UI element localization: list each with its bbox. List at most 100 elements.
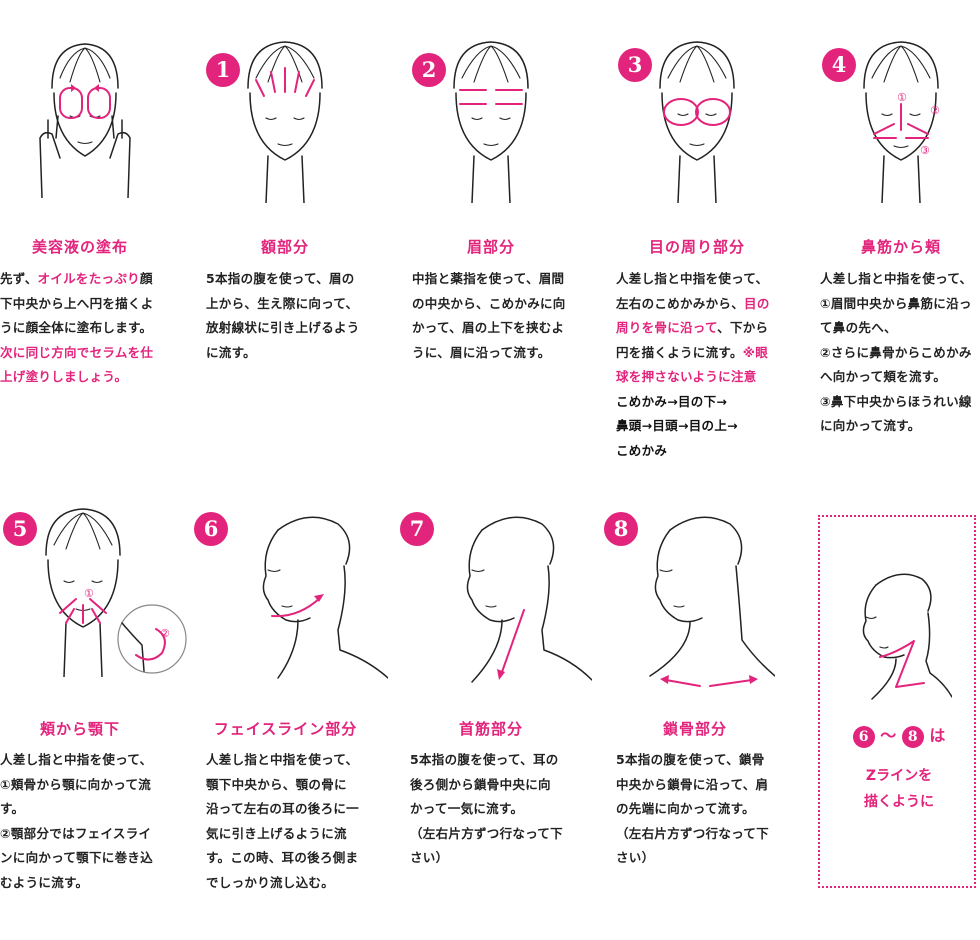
- description-text: す。この時、耳の後ろ側ま: [206, 850, 359, 865]
- face-eye-area-illustration: [659, 41, 735, 203]
- step-title: 首筋部分: [458, 720, 523, 738]
- description-text: の中央から、こめかみに向: [412, 295, 566, 311]
- description-text: 上げ塗りしましょう。: [0, 369, 128, 384]
- step-description: 人差し指と中指を使って、左右のこめかみから、目の周りを骨に沿って、下から円を描く…: [616, 267, 776, 463]
- step-description: 中指と薬指を使って、眉間の中央から、こめかみに向かって、眉の上下を挟むように、眉…: [412, 267, 572, 365]
- description-line: こめかみ: [616, 439, 776, 464]
- description-line: て鼻の先へ、: [820, 316, 980, 341]
- step-description: 先ず、オイルをたっぷり顔下中央から上へ円を描くように顔全体に塗布します。次に同じ…: [0, 267, 170, 390]
- description-line: むように流す。: [0, 871, 168, 896]
- description-text: ※眼: [742, 344, 769, 360]
- description-text: 人差し指と中指を使って、: [206, 752, 359, 767]
- description-text: さい）: [410, 850, 449, 865]
- diagram-label: ①: [84, 587, 94, 600]
- profile-collarbone-illustration: [649, 516, 775, 687]
- description-text: さい）: [616, 850, 655, 865]
- step-number-badge: 5: [3, 512, 37, 546]
- description-text: 次に同じ方向でセラムを仕: [0, 344, 154, 360]
- step-number-badge: 3: [618, 48, 652, 82]
- description-text: （左右片方ずつ行なって下: [616, 825, 769, 841]
- description-line: 円を描くように流す。※眼: [616, 341, 776, 366]
- step-title: フェイスライン部分: [213, 720, 358, 738]
- description-text: て鼻の先へ、: [820, 320, 897, 335]
- diagram-label: ②: [930, 104, 940, 117]
- description-line: 5本指の腹を使って、鎖骨: [616, 748, 776, 773]
- description-line: 放射線状に引き上げるよう: [206, 316, 366, 341]
- step-number-badge: 6: [194, 512, 228, 546]
- step-number-badge: 2: [412, 53, 446, 87]
- description-text: うに顔全体に塗布します。: [0, 320, 153, 335]
- description-text: ①頬骨から顎に向かって流: [0, 776, 152, 792]
- description-text: 5本指の腹を使って、鎖骨: [616, 752, 765, 767]
- description-line: 上から、生え際に向って、: [206, 292, 366, 317]
- description-line: さい）: [616, 846, 776, 871]
- description-text: 周りを骨に沿って: [616, 320, 718, 335]
- description-line: 人差し指と中指を使って、: [616, 267, 776, 292]
- description-text: の先端に向かって流す。: [616, 801, 755, 816]
- description-line: 人差し指と中指を使って、: [820, 267, 980, 292]
- description-text: （左右片方ずつ行なって下: [410, 825, 563, 841]
- description-line: うに、眉に沿って流す。: [412, 341, 572, 366]
- face-with-hands-illustration: [39, 43, 131, 198]
- description-text: に流す。: [206, 344, 256, 360]
- profile-z-line-illustration: [862, 573, 952, 700]
- description-text: 人差し指と中指を使って、: [0, 752, 153, 767]
- description-line: に流す。: [206, 341, 366, 366]
- step-number-badge: 4: [822, 48, 856, 82]
- description-text: でしっかり流し込む。: [206, 874, 335, 890]
- z-line-caption-2: 描くように: [864, 794, 934, 810]
- description-text: 沿って左右の耳の後ろに一: [206, 801, 359, 816]
- diagram-label: ③: [920, 144, 930, 157]
- z-line-wa: は: [929, 726, 946, 745]
- face-eyebrow-illustration: [453, 41, 529, 203]
- step-description: 5本指の腹を使って、耳の後ろ側から鎖骨中央に向かって一気に流す。（左右片方ずつ行…: [410, 748, 570, 871]
- description-line: 5本指の腹を使って、眉の: [206, 267, 366, 292]
- description-text: す。: [0, 801, 25, 816]
- description-text: ①眉間中央から鼻筋に沿っ: [820, 295, 972, 311]
- description-text: ③鼻下中央からほうれい線: [820, 393, 972, 409]
- description-text: 顔: [139, 271, 153, 286]
- description-line: す。: [0, 797, 168, 822]
- description-line: 中指と薬指を使って、眉間: [412, 267, 572, 292]
- description-line: の中央から、こめかみに向: [412, 292, 572, 317]
- description-line: に向かって流す。: [820, 414, 980, 439]
- description-text: 気に引き上げるように流: [206, 825, 347, 841]
- description-text: うに、眉に沿って流す。: [412, 344, 551, 360]
- z-line-to-badge: 8: [901, 725, 924, 748]
- profile-face-line-illustration: [262, 516, 388, 679]
- description-line: ①頬骨から顎に向かって流: [0, 773, 168, 798]
- description-text: ②顎部分ではフェイスライ: [0, 825, 152, 841]
- description-text: 左右のこめかみから、: [616, 295, 745, 311]
- step-title: 美容液の塗布: [31, 238, 128, 256]
- description-text: 円を描くように流す。: [616, 344, 743, 360]
- diagram-label: ①: [897, 91, 907, 104]
- description-line: 鼻頭→目頭→目の上→: [616, 414, 776, 439]
- step-description: 人差し指と中指を使って、 ①頬骨から顎に向かって流す。 ②顎部分ではフェイスラインに…: [0, 748, 168, 895]
- description-line: ①眉間中央から鼻筋に沿っ: [820, 292, 980, 317]
- step-description: 人差し指と中指を使って、①眉間中央から鼻筋に沿って鼻の先へ、②さらに鼻骨からこめ…: [820, 267, 980, 439]
- description-line: 後ろ側から鎖骨中央に向: [410, 773, 570, 798]
- description-text: 上から、生え際に向って、: [206, 295, 359, 311]
- step-title: 鎖骨部分: [662, 720, 727, 738]
- z-line-caption-1: Zラインを: [865, 768, 933, 784]
- description-line: （左右片方ずつ行なって下: [410, 822, 570, 847]
- description-line: かって一気に流す。: [410, 797, 570, 822]
- z-line-note-box: 6 ～ 8 は Zラインを 描くように: [818, 515, 976, 888]
- description-line: 気に引き上げるように流: [206, 822, 371, 847]
- profile-neck-illustration: [466, 516, 592, 683]
- description-text: オイルをたっぷり: [37, 271, 140, 286]
- description-line: 先ず、オイルをたっぷり顔: [0, 267, 170, 292]
- step-title: 額部分: [260, 238, 309, 256]
- description-line: かって、眉の上下を挟むよ: [412, 316, 572, 341]
- description-line: 顎下中央から、顎の骨に: [206, 773, 371, 798]
- description-text: 5本指の腹を使って、眉の: [206, 271, 355, 286]
- description-text: 中央から鎖骨に沿って、肩: [616, 776, 769, 792]
- description-text: 球を押さないように注意: [616, 369, 757, 384]
- description-line: ンに向かって顎下に巻き込: [0, 846, 168, 871]
- description-text: かって一気に流す。: [410, 801, 524, 816]
- description-line: 球を押さないように注意: [616, 365, 776, 390]
- z-line-tilde: ～: [880, 726, 897, 745]
- step-number-badge: 8: [604, 512, 638, 546]
- step-description: 5本指の腹を使って、眉の上から、生え際に向って、放射線状に引き上げるように流す。: [206, 267, 366, 365]
- description-text: 放射線状に引き上げるよう: [206, 320, 360, 335]
